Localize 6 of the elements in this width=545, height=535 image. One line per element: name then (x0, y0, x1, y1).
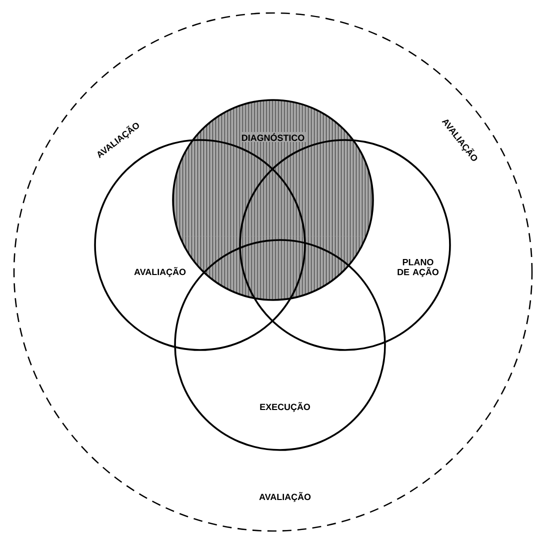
circle-label: AVALIAÇÃO (134, 267, 186, 277)
dashed-circle (13, 12, 533, 532)
circle-label: AVALIAÇÃO (259, 492, 311, 502)
circle-label: PLANO DE AÇÃO (398, 258, 439, 278)
circle-label: EXECUÇÃO (260, 402, 310, 412)
circle-label: DIAGNÓSTICO (240, 132, 306, 142)
